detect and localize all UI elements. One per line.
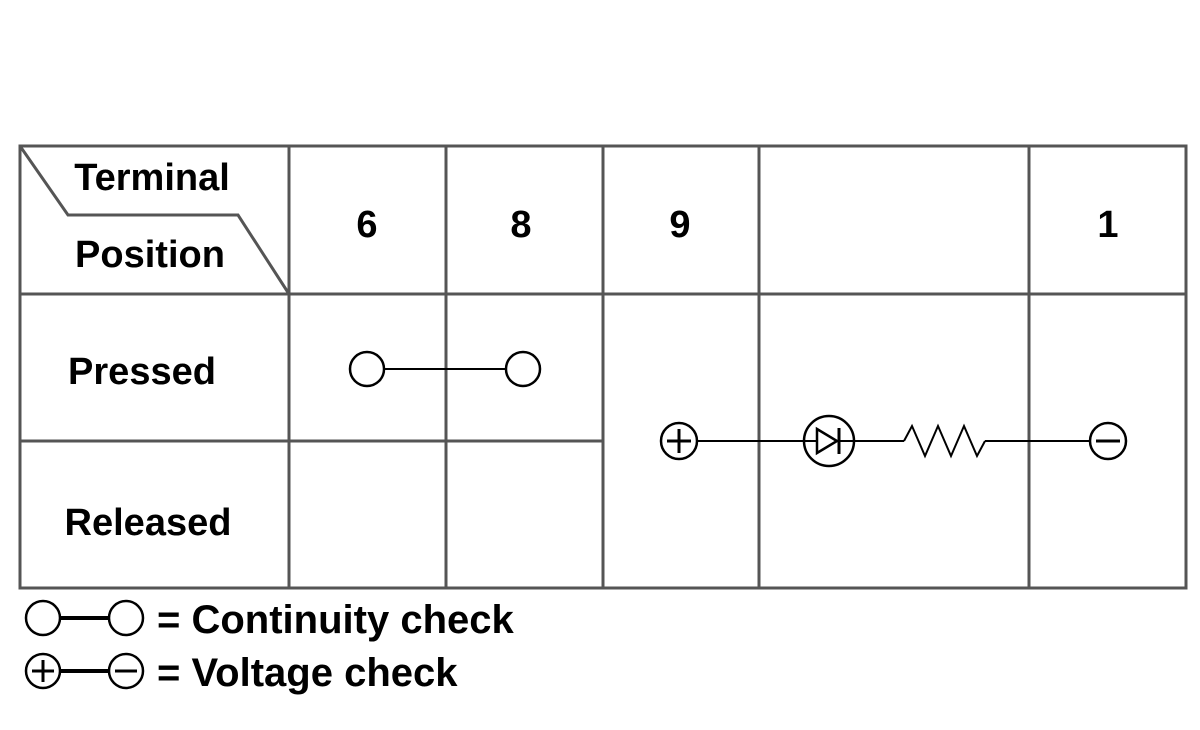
terminal-circle-icon bbox=[504, 350, 542, 388]
terminal-header: 1 bbox=[1097, 204, 1118, 246]
diode-icon bbox=[802, 414, 856, 468]
terminal-circle-icon bbox=[24, 599, 62, 637]
terminal-header: 9 bbox=[669, 204, 690, 246]
legend-continuity: = Continuity check bbox=[24, 598, 514, 642]
terminal-circle-icon bbox=[107, 599, 145, 637]
terminal-circle-icon bbox=[348, 350, 386, 388]
minus-terminal-icon bbox=[107, 652, 145, 690]
legend-continuity-text: = Continuity check bbox=[157, 598, 514, 642]
row-label-released: Released bbox=[65, 502, 232, 544]
corner-label-position: Position bbox=[75, 234, 225, 276]
legend-voltage-text: = Voltage check bbox=[157, 651, 458, 695]
table-grid bbox=[18, 144, 1188, 590]
continuity-connection bbox=[348, 350, 542, 388]
terminal-header: 8 bbox=[510, 204, 531, 246]
plus-terminal-icon bbox=[659, 421, 699, 461]
terminal-header: 6 bbox=[356, 204, 377, 246]
plus-terminal-icon bbox=[24, 652, 62, 690]
legend-voltage: = Voltage check bbox=[24, 651, 458, 695]
row-label-pressed: Pressed bbox=[68, 351, 216, 393]
voltage-connection bbox=[659, 414, 1128, 468]
corner-label-terminal: Terminal bbox=[74, 157, 230, 199]
minus-terminal-icon bbox=[1088, 421, 1128, 461]
